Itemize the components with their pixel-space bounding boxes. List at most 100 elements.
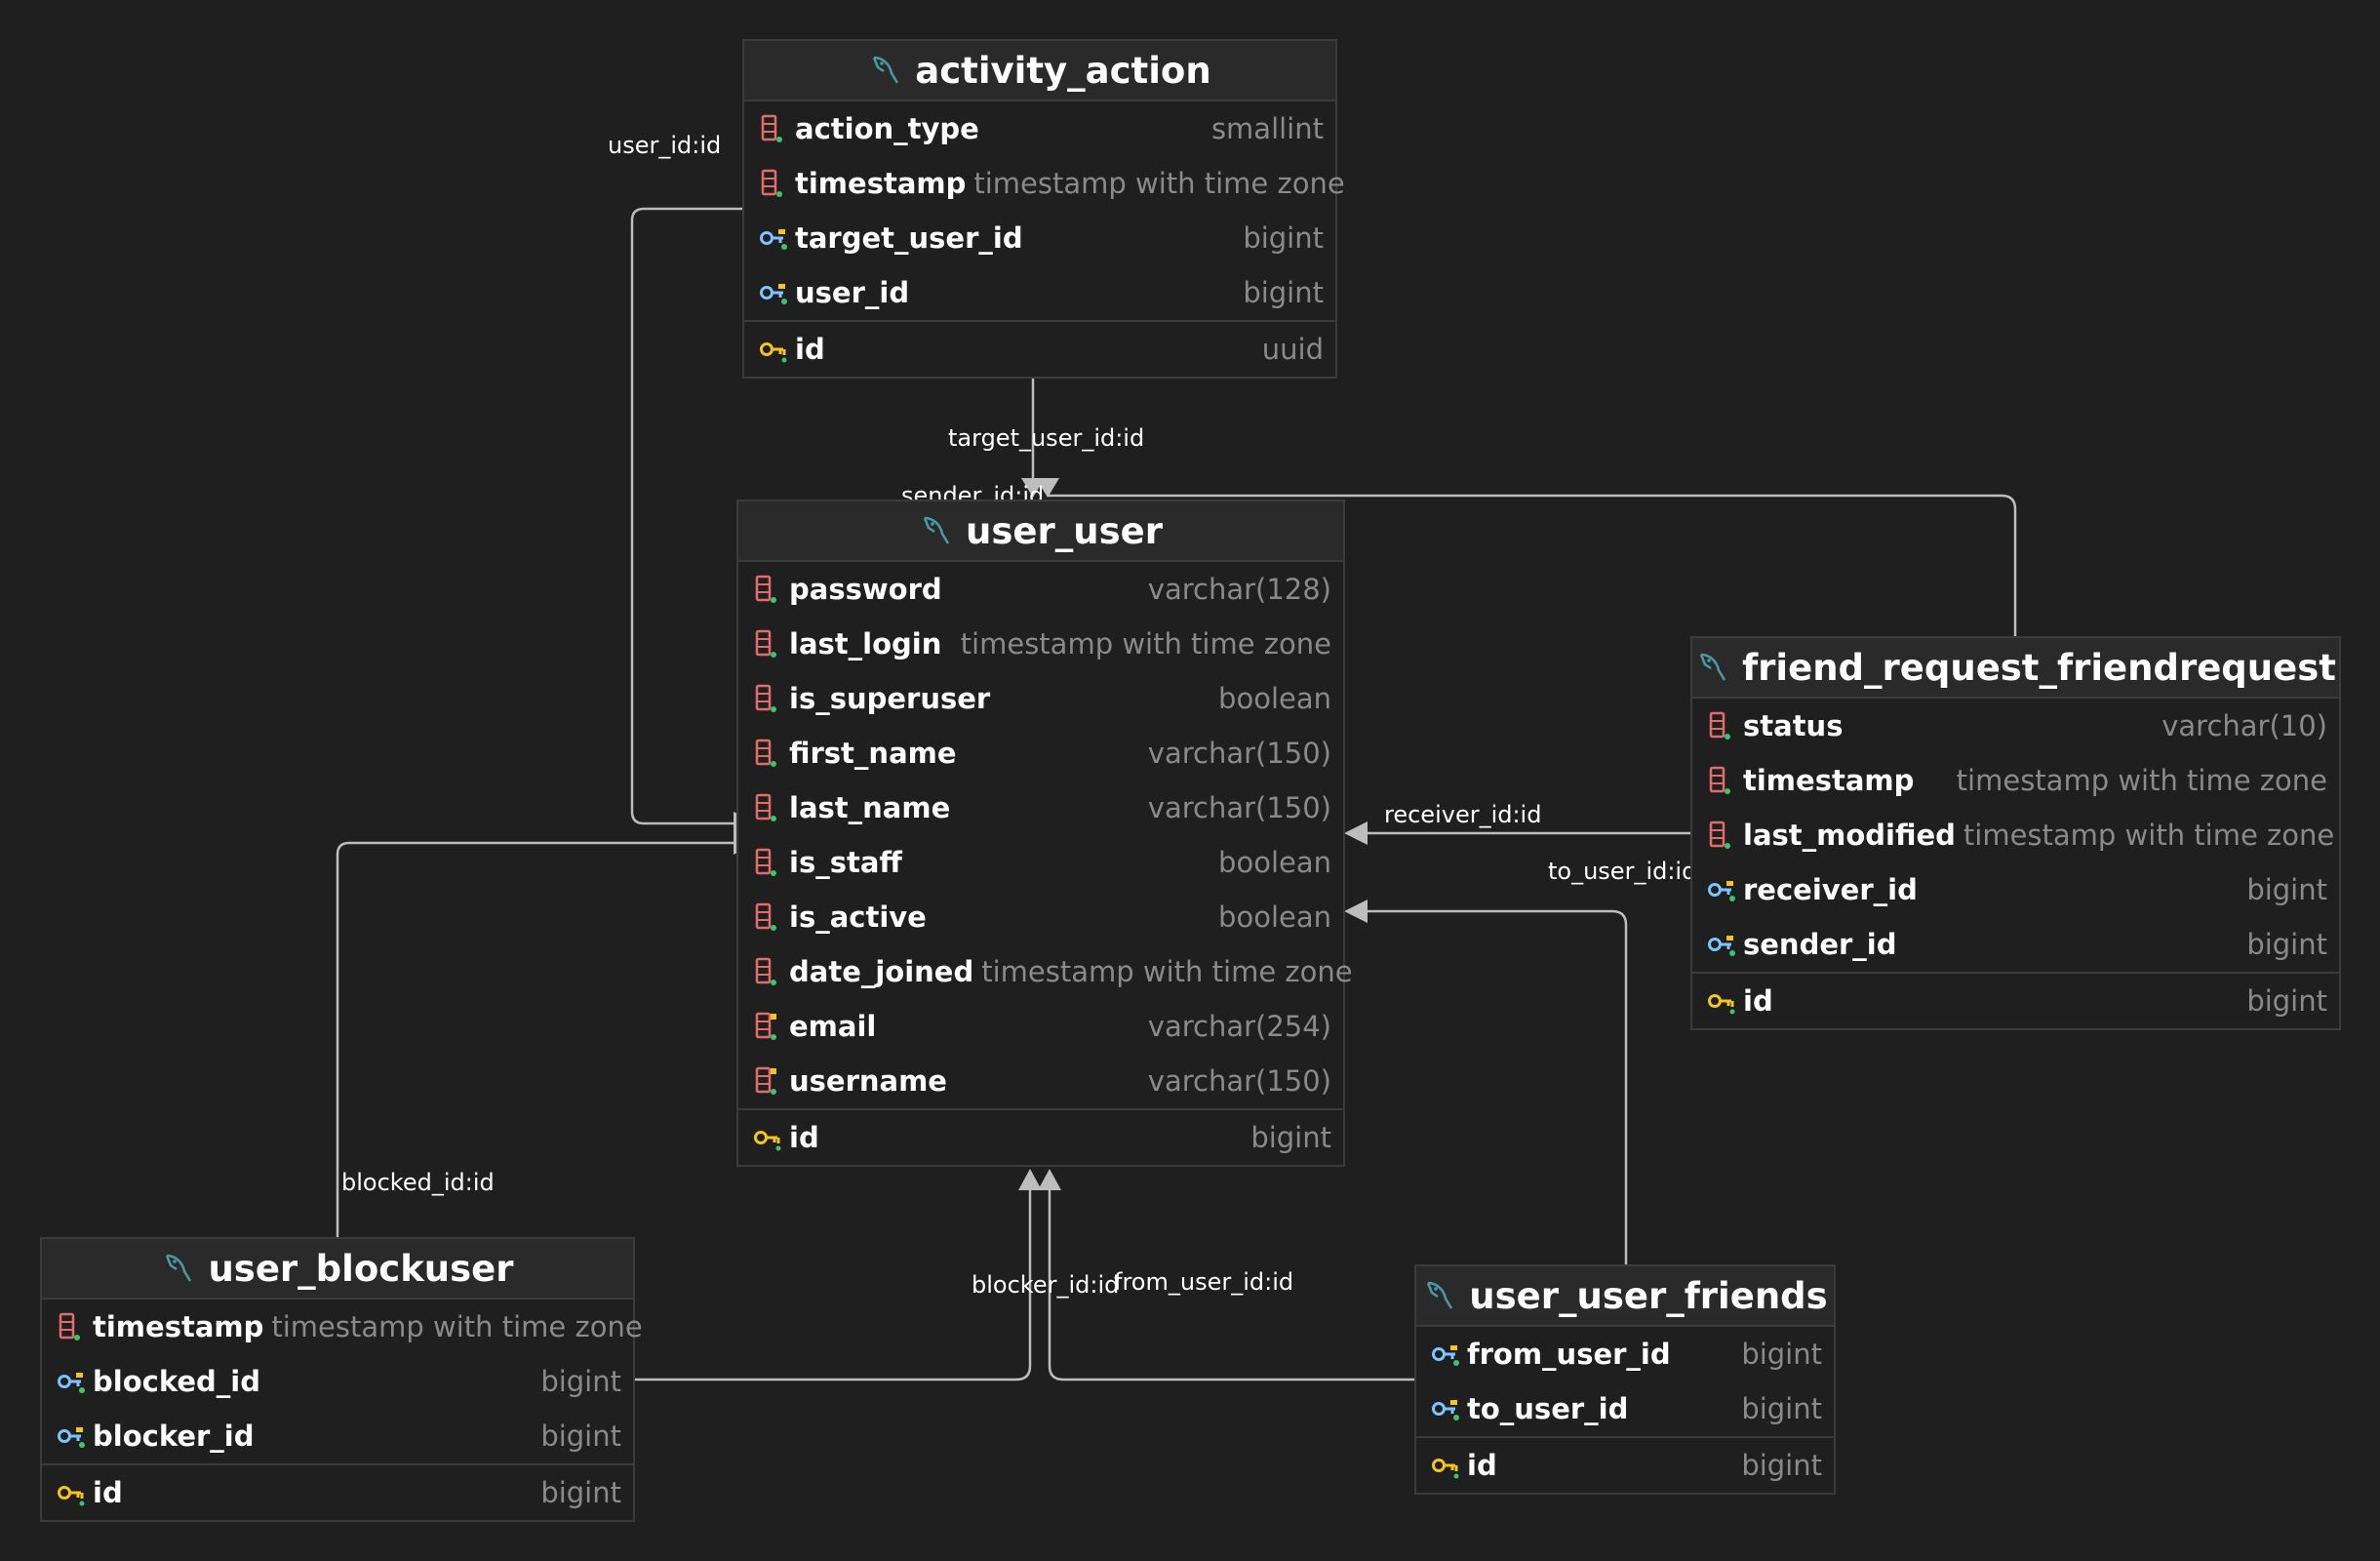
column-type: timestamp with time zone bbox=[271, 1310, 643, 1343]
column-name: blocker_id bbox=[93, 1420, 255, 1453]
column-icon bbox=[754, 793, 779, 822]
edge-blocked-id bbox=[336, 841, 734, 1237]
column-name: is_staff bbox=[789, 846, 902, 879]
column-name: first_name bbox=[789, 737, 957, 770]
table-header[interactable]: user_user bbox=[738, 501, 1343, 562]
column-name: receiver_id bbox=[1743, 873, 1918, 906]
column-type: bigint bbox=[2246, 928, 2327, 961]
column-type: timestamp with time zone bbox=[1956, 764, 2327, 797]
column-row-receiver-id[interactable]: receiver_id bigint bbox=[1692, 862, 2339, 917]
column-name: password bbox=[789, 573, 942, 606]
primary-key-icon bbox=[1708, 986, 1735, 1016]
table-title: activity_action bbox=[915, 49, 1211, 92]
column-type: bigint bbox=[1243, 221, 1324, 255]
table-header[interactable]: user_blockuser bbox=[42, 1239, 633, 1300]
column-name: timestamp bbox=[1743, 764, 1915, 797]
foreign-key-icon bbox=[58, 1421, 85, 1451]
column-row-id[interactable]: id bigint bbox=[1692, 972, 2339, 1028]
edge-to-user-id-arrow bbox=[1344, 900, 1368, 923]
primary-key-icon bbox=[760, 335, 787, 364]
column-type: bigint bbox=[2246, 984, 2327, 1018]
column-row-password[interactable]: password varchar(128) bbox=[738, 562, 1343, 617]
column-icon bbox=[1708, 821, 1733, 850]
edge-user-id bbox=[630, 207, 742, 825]
column-name: id bbox=[795, 333, 825, 366]
column-icon bbox=[754, 957, 779, 986]
column-name: last_name bbox=[789, 791, 951, 824]
column-icon bbox=[754, 684, 779, 713]
foreign-key-icon bbox=[58, 1367, 85, 1396]
foreign-key-icon bbox=[1432, 1394, 1459, 1423]
edge-to-user-id bbox=[1366, 909, 1628, 1264]
column-icon bbox=[760, 114, 785, 143]
column-type: bigint bbox=[540, 1420, 621, 1453]
column-name: is_superuser bbox=[789, 682, 991, 715]
database-table-icon bbox=[161, 1252, 194, 1285]
column-type: varchar(254) bbox=[1147, 1010, 1331, 1043]
column-icon bbox=[1708, 766, 1733, 795]
column-type: bigint bbox=[2246, 873, 2327, 906]
column-icon bbox=[754, 902, 779, 932]
column-icon bbox=[58, 1312, 83, 1341]
table-header[interactable]: friend_request_friendrequest bbox=[1692, 638, 2339, 699]
column-icon bbox=[754, 739, 779, 768]
edge-blocker-id bbox=[634, 1186, 1032, 1381]
column-row-target-user-id[interactable]: target_user_id bigint bbox=[744, 211, 1335, 265]
column-type: timestamp with time zone bbox=[1963, 819, 2335, 852]
column-icon bbox=[754, 629, 779, 659]
table-title: user_user_friends bbox=[1469, 1274, 1828, 1317]
column-name: timestamp bbox=[93, 1310, 264, 1343]
column-name: target_user_id bbox=[795, 221, 1023, 255]
unique-column-icon bbox=[754, 1066, 779, 1096]
column-name: action_type bbox=[795, 112, 979, 145]
edge-receiver-id-arrow bbox=[1344, 821, 1368, 845]
table-title: friend_request_friendrequest bbox=[1742, 646, 2336, 689]
edge-from-user-id bbox=[1048, 1186, 1414, 1381]
table-header[interactable]: user_user_friends bbox=[1416, 1266, 1834, 1327]
column-name: id bbox=[1743, 984, 1773, 1018]
edge-sender-id-arrow bbox=[1036, 478, 1059, 498]
column-name: user_id bbox=[795, 276, 910, 309]
column-type: varchar(128) bbox=[1147, 573, 1331, 606]
column-row-timestamp[interactable]: timestamp timestamp with time zone bbox=[1692, 753, 2339, 808]
column-name: username bbox=[789, 1064, 947, 1098]
table-header[interactable]: activity_action bbox=[744, 41, 1335, 101]
column-row-blocker-id[interactable]: blocker_id bigint bbox=[42, 1409, 633, 1463]
column-icon bbox=[1708, 711, 1733, 740]
table-user-user[interactable]: user_user password varchar(128) last_login… bbox=[736, 500, 1353, 1167]
foreign-key-icon bbox=[760, 223, 787, 253]
primary-key-icon bbox=[754, 1123, 781, 1152]
primary-key-icon bbox=[58, 1478, 85, 1507]
foreign-key-icon bbox=[1432, 1340, 1459, 1369]
column-type: bigint bbox=[1741, 1449, 1822, 1482]
column-name: from_user_id bbox=[1467, 1338, 1671, 1371]
column-name: blocked_id bbox=[93, 1365, 260, 1398]
